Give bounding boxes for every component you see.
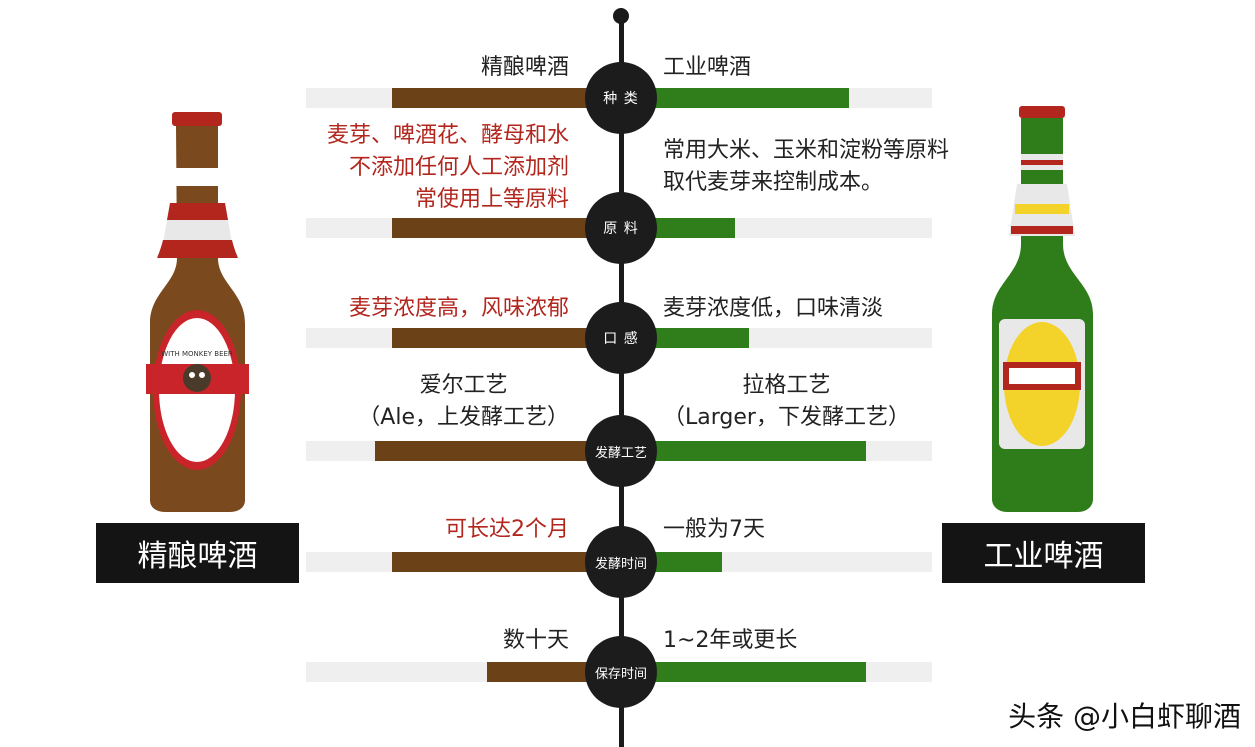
node-ingredients: 原 料 [585, 192, 657, 264]
row-right-text: 1~2年或更长 [663, 628, 798, 653]
row-right-text: 常用大米、玉米和淀粉等原料 取代麦芽来控制成本。 [663, 138, 950, 195]
bar-industrial [622, 88, 849, 108]
row-left-text: 麦芽、啤酒花、酵母和水 不添加任何人工添加剂 常使用上等原料 [326, 123, 569, 212]
row-left-text: 精酿啤酒 [480, 55, 569, 80]
node-type: 种 类 [585, 62, 657, 134]
craft-beer-bottle-icon: WITH MONKEY BEER [146, 112, 249, 512]
row-left-text: 麦芽浓度高，风味浓郁 [348, 296, 569, 321]
node-taste: 口 感 [585, 302, 657, 374]
row-right-text: 工业啤酒 [663, 55, 752, 80]
bar-craft [375, 441, 621, 461]
bar-industrial [622, 441, 866, 461]
row-left-text: 可长达2个月 [445, 517, 569, 542]
row-right-text: 麦芽浓度低，口味清淡 [663, 296, 884, 321]
row-left-text: 数十天 [502, 628, 569, 653]
industrial-beer-bottle-icon [992, 106, 1093, 512]
row-right-text: 一般为7天 [663, 517, 765, 542]
watermark: 头条 @小白虾聊酒 [1008, 700, 1241, 733]
row-left-text: 爱尔工艺 （Ale，上发酵工艺） [358, 373, 569, 430]
industrial-beer-label: 工业啤酒 [942, 523, 1145, 583]
center-axis [619, 14, 624, 747]
bar-craft [392, 218, 621, 238]
bar-industrial [622, 662, 866, 682]
bottle-label-text: WITH MONKEY BEER [161, 350, 233, 358]
axis-top-dot [613, 8, 629, 24]
node-shelf-life: 保存时间 [585, 636, 657, 708]
craft-beer-label: 精酿啤酒 [96, 523, 299, 583]
node-fermentation-process: 发酵工艺 [585, 415, 657, 487]
bar-craft [392, 552, 621, 572]
node-fermentation-time: 发酵时间 [585, 526, 657, 598]
bar-craft [392, 88, 621, 108]
row-right-text: 拉格工艺 （Larger，下发酵工艺） [663, 373, 910, 430]
bar-craft [392, 328, 621, 348]
